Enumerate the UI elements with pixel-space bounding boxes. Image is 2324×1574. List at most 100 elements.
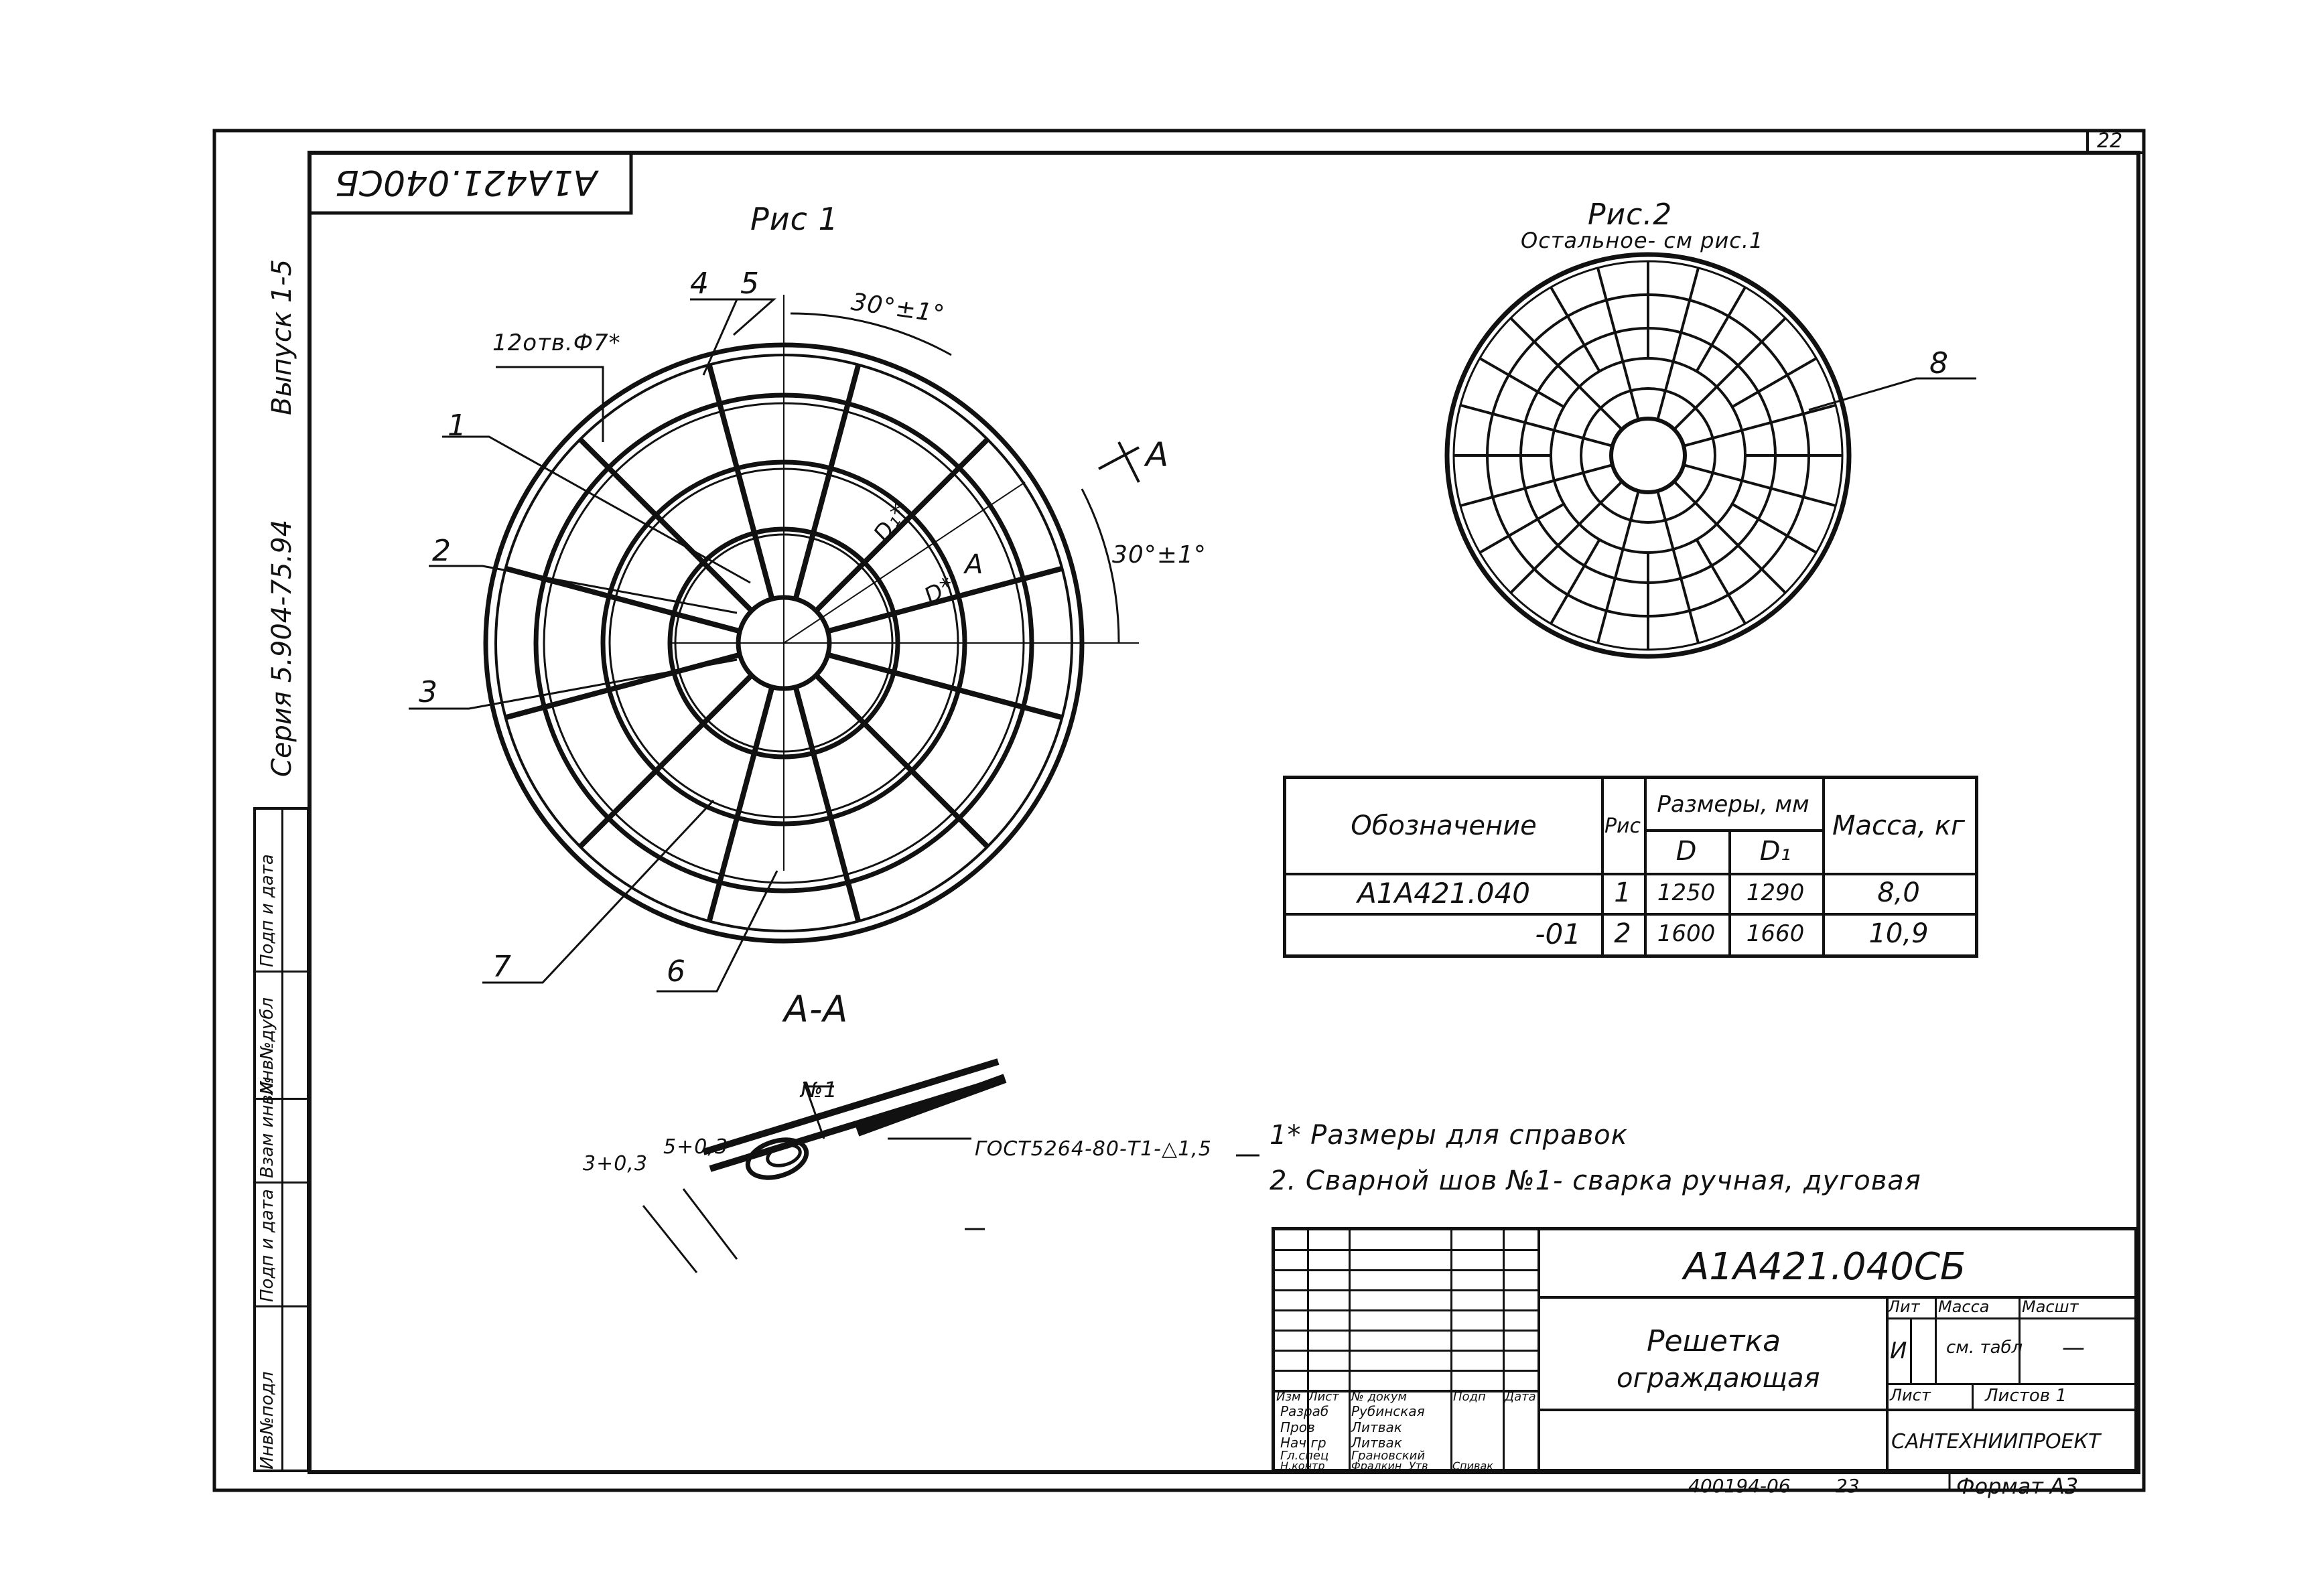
fig1-spokes-spoke [814, 437, 989, 613]
fig2-spokes-spoke [1479, 502, 1565, 554]
tb-name-prov: Литвак [1351, 1419, 1402, 1435]
spec-header-mass: Масса, кг [1832, 810, 1966, 841]
tb-name-line1: Решетка [1647, 1324, 1781, 1358]
fig1-spokes-spoke [793, 686, 862, 922]
fig2-spokes-spoke [1656, 267, 1700, 421]
tb-doc-code: А1А421.040СБ [1684, 1245, 1966, 1289]
stamp-code: А1А421.040СБ [335, 162, 598, 202]
fig2-spokes-spoke [1673, 317, 1787, 431]
tb-header-date: Дата [1505, 1390, 1536, 1404]
footer-format: Формат А3 [1956, 1474, 2079, 1499]
callout-7: 7 [492, 950, 512, 984]
fig2-spokes-spoke [1683, 404, 1836, 447]
fig2-spokes-spoke [1731, 502, 1818, 554]
fig1-spokes-spoke [793, 364, 862, 600]
section-title: А-А [784, 988, 849, 1030]
note-2: 2. Сварной шов №1- сварка ручная, дугова… [1270, 1165, 1921, 1196]
fig2-spokes-spoke [1460, 404, 1613, 447]
tb-role-utv: Утв [1409, 1459, 1428, 1472]
fig2-ring-outer [1444, 252, 1852, 659]
fig1-spokes-spoke [504, 652, 741, 721]
tb-organization: САНТЕХНИИПРОЕКТ [1891, 1430, 2101, 1453]
spec-row1-designation: А1А421.040 [1357, 876, 1530, 910]
tb-mass-value: см. табл [1946, 1338, 2023, 1358]
fig2-spokes-spoke [1460, 463, 1613, 507]
callout-5: 5 [740, 267, 760, 301]
section-mark: А [1146, 435, 1170, 474]
fig2-spokes-spoke [1731, 357, 1818, 409]
fig1-spokes-spoke [827, 652, 1063, 721]
fig1-spokes-spoke [504, 565, 741, 634]
fig2-spokes-spoke [1596, 267, 1640, 421]
tb-name-nach: Литвак [1351, 1435, 1402, 1451]
side-col-podp-2: Подп и дата [257, 854, 277, 967]
spec-header-designation: Обозначение [1351, 810, 1537, 841]
holes-label: 12отв.Ф7* [492, 330, 621, 356]
fig1-spokes-spoke [827, 565, 1063, 634]
callout-1: 1 [448, 409, 467, 443]
fig2-spokes-spoke [1656, 490, 1700, 644]
fig1-spokes-spoke [706, 686, 775, 922]
spec-row2-designation: -01 [1535, 917, 1581, 950]
figure1-spokes [504, 364, 1063, 922]
dim-b-label: 5+0,3 [663, 1135, 728, 1159]
tb-name-razrab: Рубинская [1351, 1403, 1425, 1419]
fig2-spokes-spoke [1695, 286, 1747, 372]
spec-row2-d: 1600 [1657, 920, 1716, 947]
side-revision-strip: Инв№подл Подп и дата Взам инв№ Инв№дубл … [253, 807, 310, 1472]
dim-a-label: 3+0,3 [583, 1152, 648, 1175]
side-col-podp-1: Подп и дата [257, 1189, 277, 1302]
tb-mass-label: Масса [1938, 1297, 1990, 1316]
fig1-spokes-spoke [814, 673, 989, 849]
title-block: Изм Лист № докум Подп Дата Разраб Рубинс… [1272, 1227, 2138, 1472]
tb-header-doc: № докум [1351, 1390, 1408, 1404]
tb-header-podp: Подп [1453, 1390, 1486, 1404]
weld-number: №1 [801, 1077, 838, 1102]
tb-header-izm: Изм [1276, 1390, 1301, 1404]
tb-role-prov: Пров [1280, 1419, 1315, 1435]
section-arrow-label: А [965, 549, 984, 580]
callout-6: 6 [667, 954, 686, 989]
spec-row2-fig: 2 [1614, 918, 1631, 949]
spec-header-d: D [1676, 835, 1697, 867]
figure2-title: Рис.2 [1588, 198, 1673, 232]
fig2-spokes-spoke [1479, 357, 1565, 409]
note-1: 1* Размеры для справок [1270, 1120, 1628, 1151]
tb-scale-label: Масшт [2022, 1297, 2079, 1316]
inner-frame [307, 151, 2140, 1474]
side-col-inv-podl: Инв№подл [257, 1371, 277, 1470]
weld-spec: ГОСТ5264-80-Т1-△1,5 [975, 1137, 1212, 1161]
fig1-spokes-spoke [706, 364, 775, 600]
tb-role-glspec: Гл.спец [1280, 1449, 1329, 1463]
tb-role-razrab: Разраб [1280, 1403, 1329, 1419]
fig2-spokes-spoke [1550, 539, 1601, 625]
spec-header-fig: Рис [1604, 814, 1641, 838]
fig2-spokes-spoke [1673, 480, 1787, 594]
tb-scale-value: — [2062, 1334, 2085, 1361]
tb-role-nkontr: Н.контр [1280, 1459, 1325, 1472]
fig2-spokes-spoke [1683, 463, 1836, 507]
spec-row2-d1: 1660 [1746, 920, 1805, 947]
spec-row2-mass: 10,9 [1868, 918, 1929, 949]
figure2-spokes [1454, 261, 1842, 650]
tb-lit-value: И [1890, 1338, 1907, 1364]
fig2-spokes-spoke [1550, 286, 1601, 372]
stamp-box [307, 151, 633, 215]
sheet-number-box [2086, 129, 2145, 154]
spec-header-dims: Размеры, мм [1657, 790, 1809, 818]
footer-page: 23 [1836, 1475, 1860, 1497]
fig1-spokes-spoke [578, 437, 754, 613]
footer-archive: 400194-06 [1688, 1475, 1791, 1497]
side-col-inv-dubl: Инв№дубл [257, 997, 277, 1094]
sheet-number: 22 [2097, 129, 2123, 153]
tb-role-nach: Нач гр [1280, 1435, 1326, 1451]
tb-name-glspec: Грановский [1351, 1449, 1426, 1463]
tb-name-utv: Спивак [1452, 1459, 1493, 1472]
fig2-spokes-spoke [1695, 539, 1747, 625]
issue-label: Выпуск 1-5 [267, 259, 297, 415]
fig2-spokes-spoke [1596, 490, 1640, 644]
tb-sheet-label: Лист [1890, 1386, 1931, 1405]
outer-frame [212, 129, 2146, 1492]
fig2-spokes-spoke [1509, 317, 1623, 431]
